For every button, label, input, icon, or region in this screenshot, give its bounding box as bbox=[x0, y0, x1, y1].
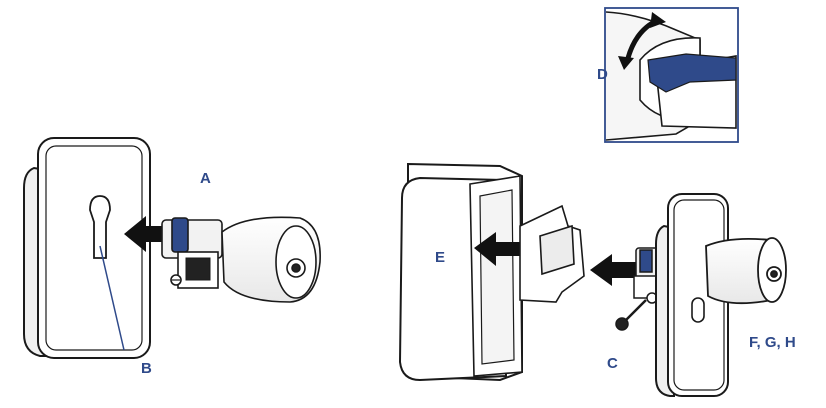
knob-right bbox=[705, 237, 787, 305]
label-d: D bbox=[597, 66, 608, 83]
cylinder-a bbox=[161, 216, 321, 303]
rotate-arrow-head-top bbox=[650, 12, 666, 28]
escutcheon-plate-left bbox=[23, 137, 151, 359]
label-e: E bbox=[435, 249, 446, 266]
insert-arrow-icon bbox=[124, 216, 178, 252]
blue-collar bbox=[647, 53, 737, 93]
label-fgh: F, G, H bbox=[749, 334, 796, 351]
detail-box-d bbox=[604, 7, 739, 143]
label-a: A bbox=[200, 170, 211, 187]
mounting-bracket bbox=[519, 204, 585, 303]
insert-arrow-icon bbox=[590, 254, 638, 286]
label-c: C bbox=[607, 355, 618, 372]
leader-line-b bbox=[99, 245, 125, 351]
insert-arrow-icon bbox=[474, 232, 536, 266]
housing-e bbox=[398, 162, 523, 382]
rotate-arrow-head-bottom bbox=[618, 56, 634, 70]
label-b: B bbox=[141, 360, 152, 377]
screw bbox=[615, 299, 647, 331]
